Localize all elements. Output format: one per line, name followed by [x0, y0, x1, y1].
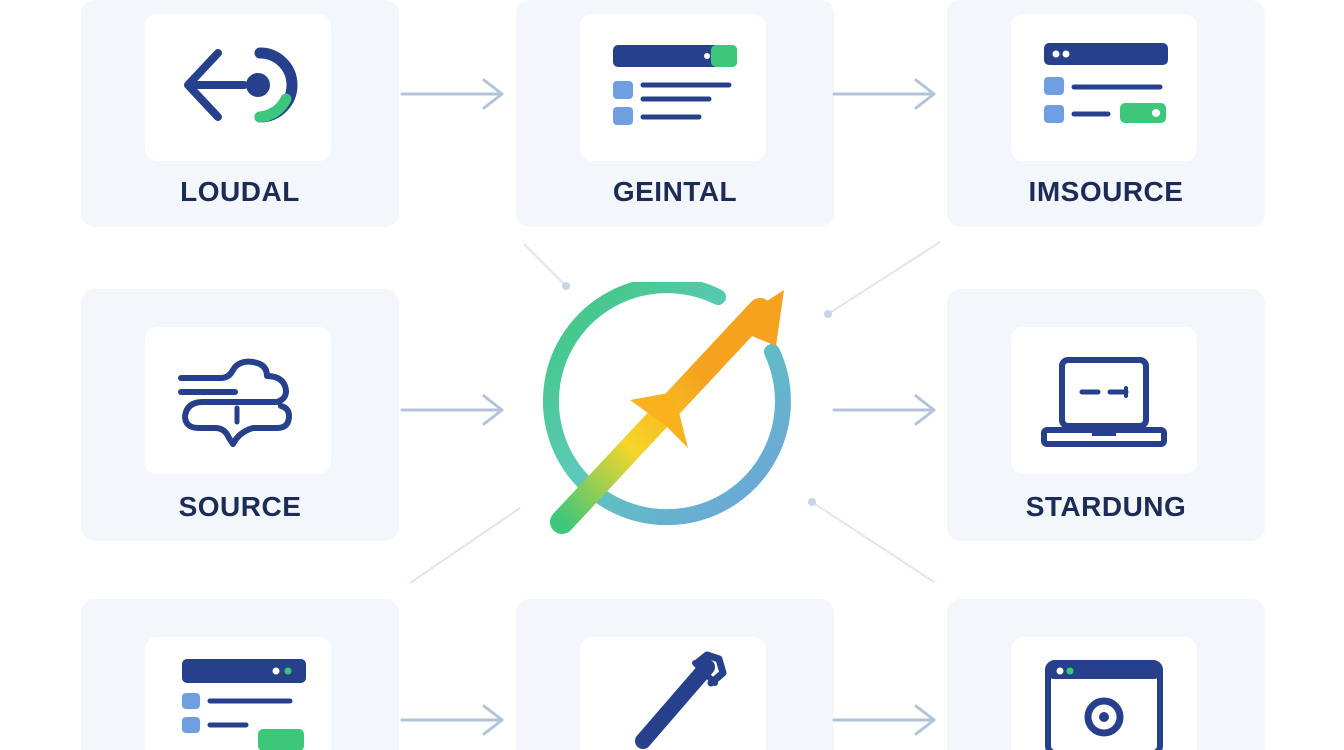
connector-line [523, 243, 567, 287]
connector-dot [808, 498, 816, 506]
card-label: IMSOURCE [1028, 176, 1184, 207]
flow-arrow-right [832, 704, 936, 736]
card-bottom-left[interactable] [81, 599, 399, 750]
connector-line [811, 501, 935, 583]
card-label: LOUDAL [180, 176, 300, 207]
growth-arrow-ring-icon [542, 282, 791, 534]
card-loudal[interactable]: LOUDAL [81, 0, 399, 227]
flow-arrow-right [832, 394, 936, 426]
card-source[interactable]: SOURCE [81, 289, 399, 541]
pipe-flow-icon [178, 358, 292, 447]
flow-arrow-right [400, 78, 504, 110]
icon-tile [580, 14, 766, 161]
circular-arrow-icon [184, 47, 298, 122]
laptop-icon [1041, 356, 1167, 447]
flow-arrow-right [400, 394, 504, 426]
icon-tile [580, 637, 766, 750]
list-toggle-window-icon [1044, 42, 1168, 123]
connector-dot [562, 282, 570, 290]
icon-tile [1011, 327, 1197, 474]
card-bottom-middle[interactable] [516, 599, 834, 750]
icon-tile [145, 14, 331, 161]
icon-tile [145, 637, 331, 750]
flow-arrow-right [832, 78, 936, 110]
card-geintal[interactable]: GEINTAL [516, 0, 834, 227]
connector-line [409, 507, 521, 584]
pen-icon [635, 651, 727, 749]
list-toggle-window-icon [182, 659, 306, 750]
card-bottom-right[interactable] [947, 599, 1265, 750]
card-label: SOURCE [178, 491, 302, 522]
card-label: GEINTAL [612, 176, 738, 207]
card-imsource[interactable]: IMSOURCE [947, 0, 1265, 227]
browser-window-icon [1045, 660, 1163, 750]
connector-line [827, 241, 941, 315]
connector-dot [824, 310, 832, 318]
card-label: STARDUNG [1025, 491, 1187, 522]
flow-arrow-right [400, 704, 504, 736]
card-stardung[interactable]: STARDUNG [947, 289, 1265, 541]
icon-tile [145, 327, 331, 474]
icon-tile [1011, 14, 1197, 161]
list-window-icon [613, 44, 737, 125]
icon-tile [1011, 637, 1197, 750]
